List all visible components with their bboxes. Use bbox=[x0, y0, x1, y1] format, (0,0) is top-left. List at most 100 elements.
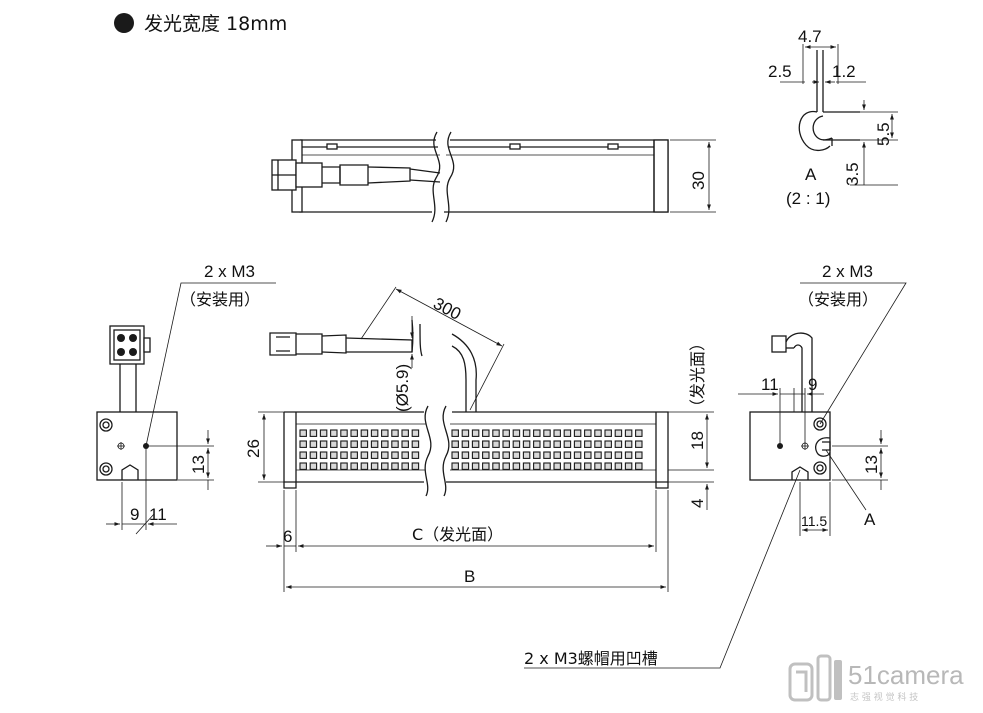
left-dim-9: 9 bbox=[130, 505, 139, 524]
led-chip bbox=[522, 440, 531, 448]
led-chip bbox=[391, 462, 399, 470]
right-mount-sub: （安装用） bbox=[798, 290, 878, 309]
led-chip bbox=[533, 462, 541, 470]
led-chip bbox=[391, 429, 399, 437]
led-chip bbox=[471, 462, 480, 470]
led-chip bbox=[492, 429, 500, 437]
led-chip bbox=[635, 440, 643, 448]
left-mount-sub: （安装用） bbox=[180, 290, 260, 309]
led-chip bbox=[492, 462, 500, 470]
led-chip bbox=[461, 440, 470, 448]
detail-dim-2-5: 2.5 bbox=[768, 62, 792, 81]
led-chip bbox=[502, 440, 510, 448]
led-chip bbox=[553, 462, 561, 470]
led-chip bbox=[309, 462, 318, 470]
led-chip bbox=[604, 440, 612, 448]
led-chip bbox=[319, 429, 328, 437]
watermark-sub: 志 强 视 觉 科 技 bbox=[850, 691, 918, 703]
led-grid-left bbox=[299, 429, 420, 470]
led-chip bbox=[391, 440, 399, 448]
led-chip bbox=[482, 440, 490, 448]
led-chip bbox=[533, 451, 541, 459]
led-chip bbox=[360, 440, 369, 448]
led-chip bbox=[451, 429, 459, 437]
led-chip bbox=[573, 462, 582, 470]
led-chip bbox=[512, 429, 521, 437]
front-height-26: 26 bbox=[244, 439, 263, 458]
led-chip bbox=[360, 462, 369, 470]
led-chip bbox=[543, 462, 551, 470]
bullet-icon bbox=[114, 13, 134, 33]
led-chip bbox=[340, 440, 348, 448]
led-chip bbox=[553, 429, 561, 437]
led-chip bbox=[401, 451, 409, 459]
led-chip bbox=[614, 440, 623, 448]
led-chip bbox=[624, 440, 633, 448]
right-dim-9: 9 bbox=[808, 375, 817, 394]
led-chip bbox=[411, 462, 420, 470]
led-chip bbox=[411, 451, 420, 459]
led-chip bbox=[370, 451, 379, 459]
led-chip bbox=[340, 451, 348, 459]
led-chip bbox=[604, 451, 612, 459]
led-chip bbox=[492, 440, 500, 448]
led-chip bbox=[512, 440, 521, 448]
cable-diameter: (Ø5.9) bbox=[393, 364, 412, 412]
led-chip bbox=[309, 429, 318, 437]
led-chip bbox=[381, 429, 389, 437]
led-grid-right bbox=[451, 429, 643, 470]
groove-note: 2 x M3螺帽用凹槽 bbox=[524, 469, 801, 669]
led-chip bbox=[360, 451, 369, 459]
right-dim-11: 11 bbox=[761, 375, 779, 394]
title-block: 发光宽度 18mm bbox=[114, 13, 287, 35]
led-chip bbox=[512, 451, 521, 459]
led-chip bbox=[502, 462, 510, 470]
led-chip bbox=[299, 440, 307, 448]
led-chip bbox=[381, 440, 389, 448]
front-side-6: 6 bbox=[283, 527, 292, 546]
led-chip bbox=[594, 462, 602, 470]
right-detail-ref: A bbox=[864, 510, 876, 529]
led-chip bbox=[461, 429, 470, 437]
led-chip bbox=[340, 462, 348, 470]
watermark-brand: 51camera bbox=[848, 660, 964, 690]
led-chip bbox=[401, 429, 409, 437]
led-chip bbox=[584, 462, 592, 470]
front-bottom-4: 4 bbox=[688, 499, 707, 508]
detail-dim-1-2: 1.2 bbox=[832, 62, 856, 81]
right-side-view: 11 9 2 x M3 （安装用） 13 11.5 A bbox=[738, 262, 907, 536]
led-chip bbox=[624, 462, 633, 470]
right-mount-label: 2 x M3 bbox=[822, 262, 873, 281]
led-chip bbox=[381, 462, 389, 470]
led-chip bbox=[614, 462, 623, 470]
led-chip bbox=[563, 451, 572, 459]
led-chip bbox=[635, 429, 643, 437]
led-chip bbox=[411, 440, 420, 448]
led-chip bbox=[330, 462, 338, 470]
detail-label: A bbox=[805, 165, 817, 184]
led-chip bbox=[350, 451, 358, 459]
led-chip bbox=[482, 451, 490, 459]
led-chip bbox=[573, 429, 582, 437]
led-chip bbox=[299, 429, 307, 437]
led-chip bbox=[451, 451, 459, 459]
led-chip bbox=[635, 462, 643, 470]
left-dim-11: 11 bbox=[149, 505, 167, 524]
top-height-dim: 30 bbox=[689, 171, 708, 190]
led-chip bbox=[624, 451, 633, 459]
led-chip bbox=[624, 429, 633, 437]
led-chip bbox=[573, 440, 582, 448]
led-chip bbox=[604, 429, 612, 437]
detail-scale: (2 : 1) bbox=[786, 189, 830, 208]
led-chip bbox=[614, 451, 623, 459]
led-chip bbox=[309, 440, 318, 448]
detail-dim-3-5: 3.5 bbox=[843, 162, 862, 186]
detail-a: 4.7 2.5 1.2 5.5 3.5 A (2 : 1) bbox=[768, 27, 898, 208]
led-chip bbox=[533, 440, 541, 448]
front-emit-18: 18 bbox=[688, 431, 707, 450]
led-chip bbox=[492, 451, 500, 459]
watermark-logo: 51camera 志 强 视 觉 科 技 bbox=[788, 654, 964, 703]
led-chip bbox=[319, 451, 328, 459]
front-dim-c: C（发光面） bbox=[412, 525, 503, 544]
